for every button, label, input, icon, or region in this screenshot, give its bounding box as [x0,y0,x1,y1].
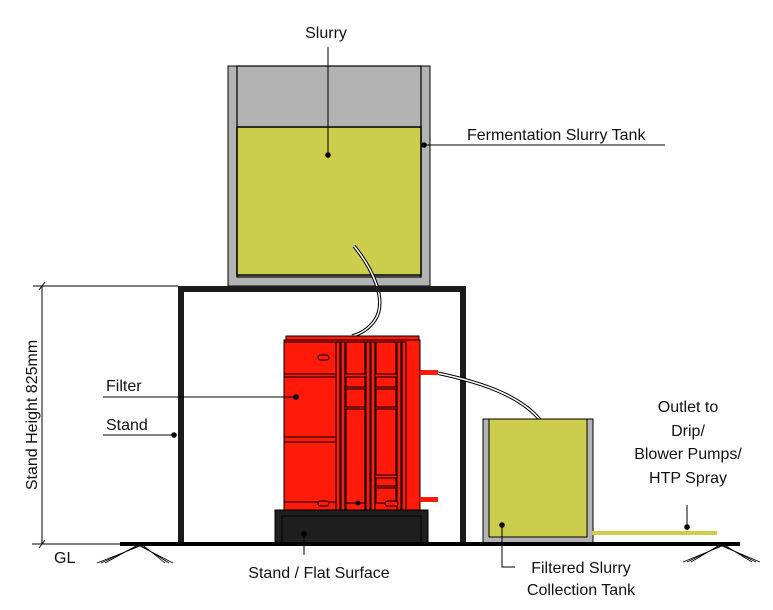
ground [32,542,761,564]
outlet-label-line2: Drip/ [671,423,705,440]
ground-hatch-left [96,545,174,564]
stand-top-beam [178,286,466,292]
outlet-label-line1: Outlet to [658,399,719,416]
ground-level-label: GL [54,550,75,567]
filter-outlet-stub-top [420,370,438,375]
filter-outlet-pipe [436,371,543,423]
filter-knob [355,500,361,506]
ground-line [120,542,740,546]
filter-rib [401,341,407,513]
filter-label: Filter [106,378,142,395]
ground-hatch-right [682,545,761,563]
stand-frame [178,286,466,544]
filter-panel [375,408,397,476]
filter-knob [384,500,399,507]
stand-label: Stand [106,417,148,434]
filter-panel [345,408,366,504]
stand-left-leg [178,286,184,544]
filter-panel [345,376,366,388]
collection-tank-label-line1: Filtered Slurry [531,560,631,577]
slurry-label: Slurry [305,25,347,42]
stand-height-dimension [33,281,178,549]
stand-height-label: Stand Height 825mm [24,340,41,490]
filter-outlet-stub-bottom [420,497,438,502]
collection-tank-label-line2: Collection Tank [527,582,636,599]
stand-right-leg [460,286,466,544]
outlet-label-line4: HTP Spray [649,470,727,487]
filter-rib [370,341,376,513]
filtered-slurry-collection-tank [482,418,594,544]
fermentation-tank-slurry [236,126,422,276]
filter-panel [345,341,366,375]
filter-panel [283,376,337,438]
dimension-tick-bottom [38,539,46,549]
filter-panel [375,341,397,375]
dimension-tick-top [38,281,46,291]
filter-panel [283,441,337,503]
base-block [274,509,429,545]
filter-lid [285,335,420,341]
filter-rib [335,341,341,513]
outlet-label-line3: Blower Pumps/ [634,446,742,463]
filter-rib [396,341,402,513]
fermentation-slurry-tank [227,65,431,287]
filter-panel [375,477,397,487]
stand-flat-surface-label: Stand / Flat Surface [248,565,390,582]
filter-rib [365,341,371,513]
collection-tank-slurry [488,418,588,538]
filter-leader-dot [293,394,299,400]
filter-panel [345,388,366,408]
filter-knob [317,500,330,507]
collection-tank-leader [501,525,515,568]
filter-panel [375,376,397,388]
filter-rib [340,341,346,513]
slurry-leader-dot [325,152,331,158]
fermentation-tank-label: Fermentation Slurry Tank [467,127,646,144]
outlet-leader-dot [684,524,690,530]
filter-panel [375,388,397,408]
stand-leader-dot [171,432,177,438]
filter [283,335,438,513]
inlet-pipe [351,244,382,338]
outlet-line [592,531,717,535]
filter-knob [317,354,330,361]
